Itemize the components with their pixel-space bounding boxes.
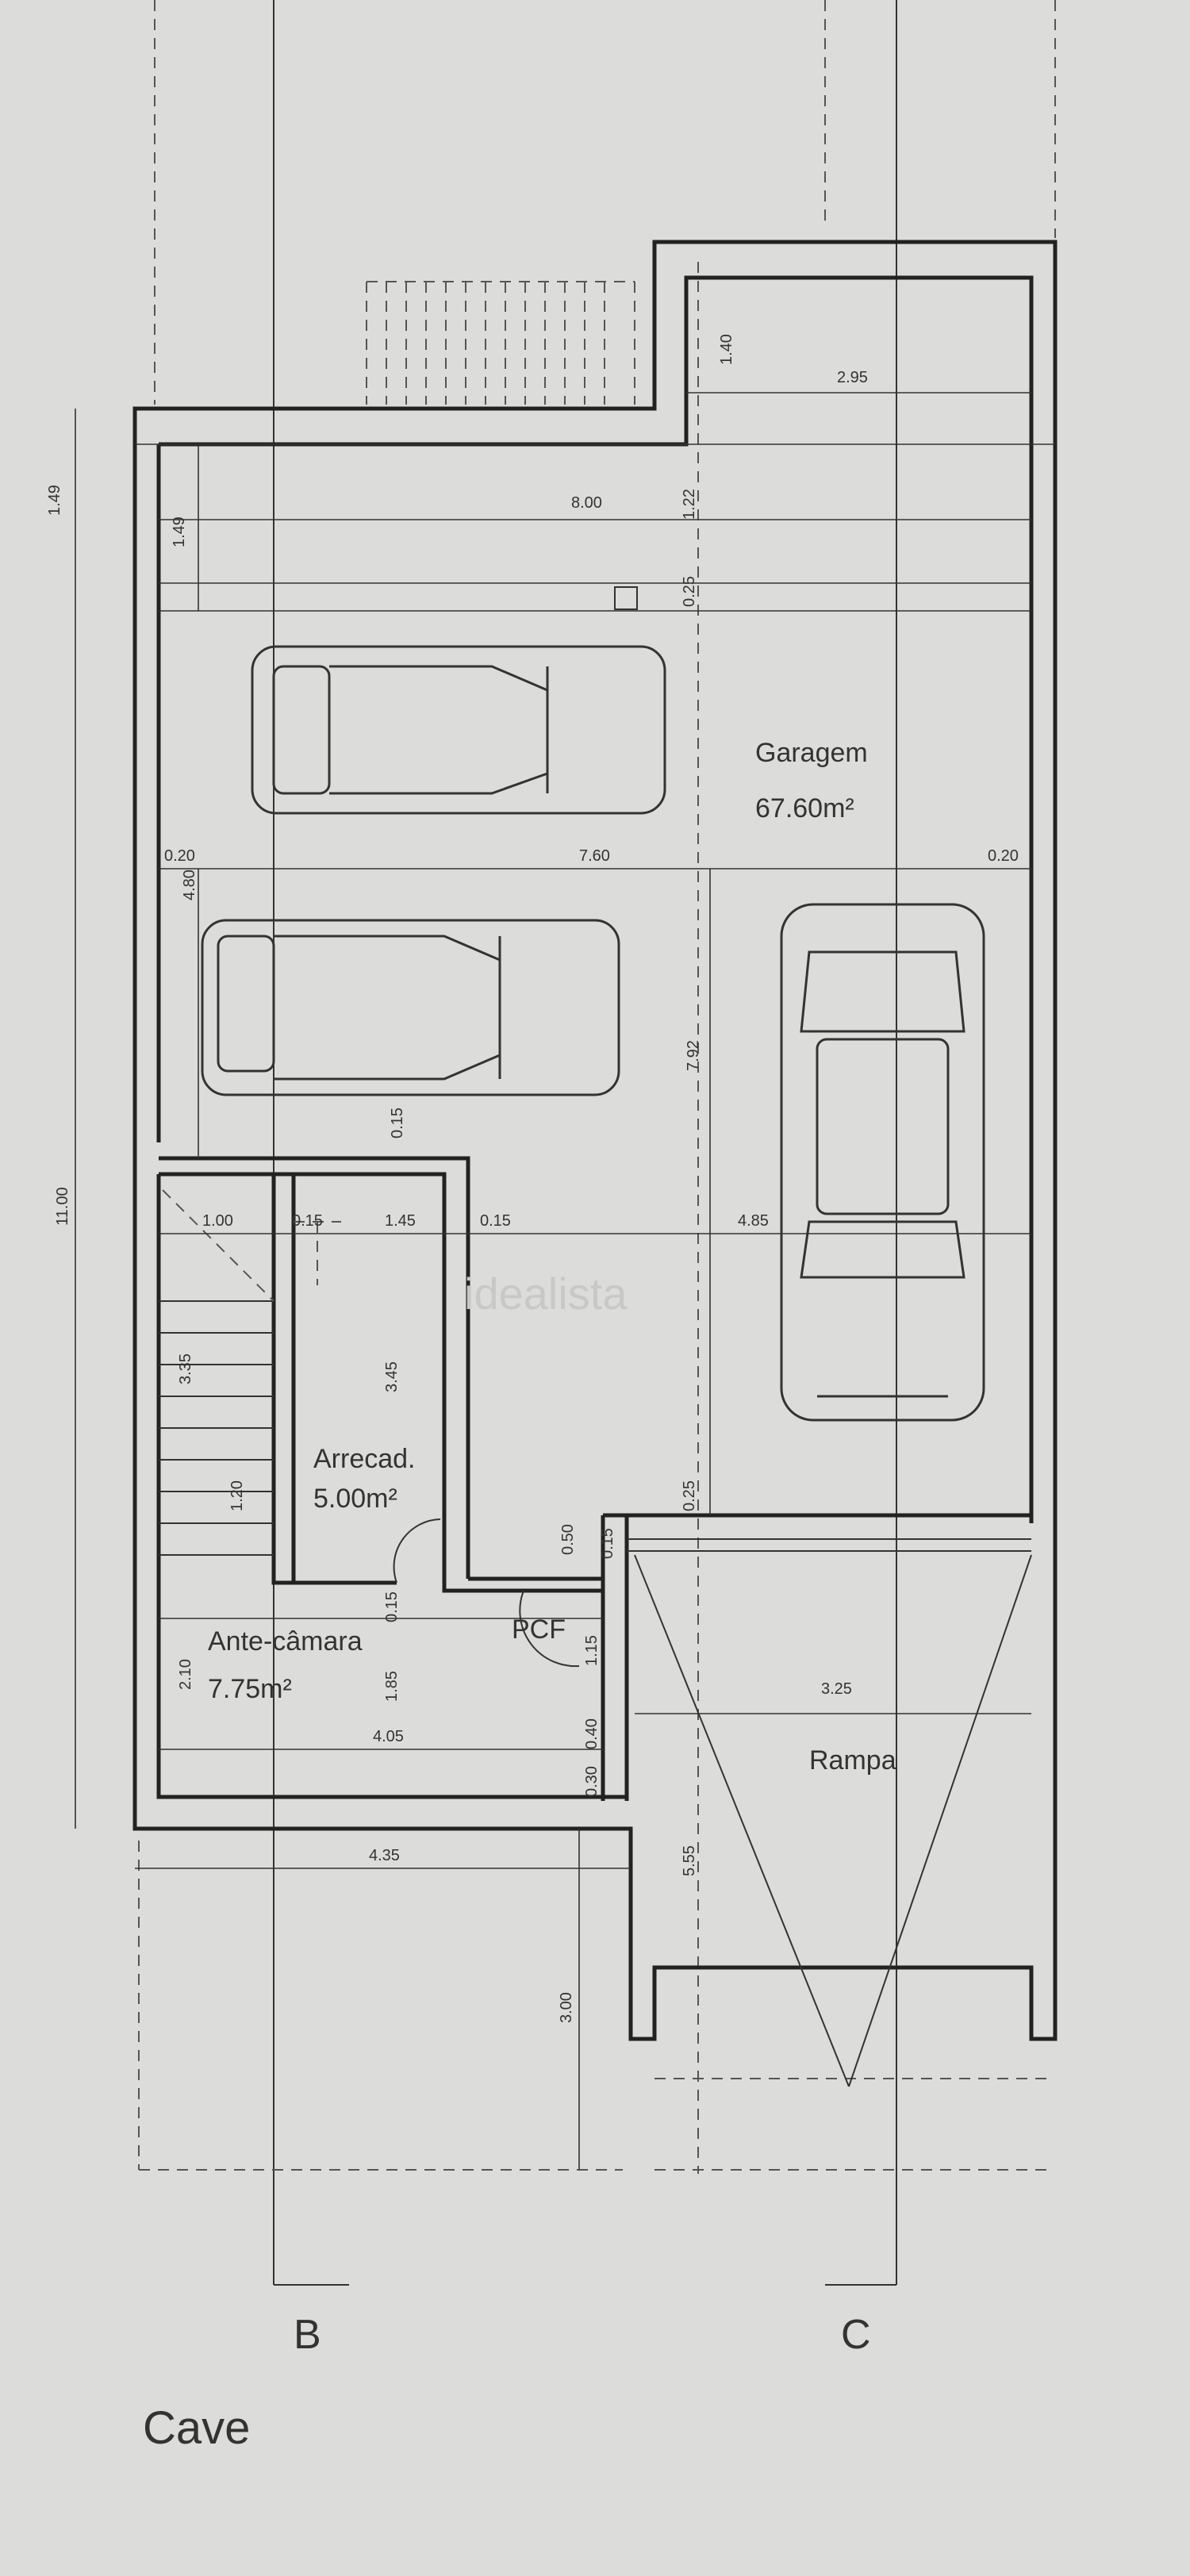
dim-1.00: 1.00 — [202, 1212, 233, 1230]
room-garagem-name: Garagem — [755, 738, 868, 768]
dim-3.00: 3.00 — [558, 1992, 575, 2023]
dim-0.15-mid: 0.15 — [389, 1108, 406, 1138]
car-icon — [201, 919, 620, 1096]
room-labels: Garagem 67.60m² Arrecad. 5.00m² Ante-câm… — [208, 738, 896, 1776]
dim-7.92: 7.92 — [685, 1040, 702, 1071]
door-arcs — [393, 1518, 580, 1668]
dim-1.49-inner: 1.49 — [171, 516, 188, 547]
dim-0.25-top: 0.25 — [681, 576, 698, 607]
dim-1.22: 1.22 — [681, 489, 698, 520]
dim-4.85: 4.85 — [738, 1212, 769, 1230]
dim-0.20-left: 0.20 — [164, 847, 195, 865]
room-arrecadacao-name: Arrecad. — [313, 1444, 416, 1474]
dim-5.55: 5.55 — [681, 1845, 698, 1876]
dim-0.15-d: 0.15 — [383, 1591, 401, 1622]
axis-label-c: C — [841, 2312, 871, 2358]
dim-8.00: 8.00 — [571, 494, 602, 512]
dim-1.85: 1.85 — [383, 1671, 401, 1702]
dim-7.60: 7.60 — [579, 847, 610, 865]
plan-title: Cave — [143, 2402, 250, 2454]
dim-3.45: 3.45 — [383, 1361, 401, 1392]
dim-3.35: 3.35 — [177, 1353, 194, 1384]
dim-4.35: 4.35 — [369, 1847, 400, 1864]
dim-4.80: 4.80 — [181, 870, 198, 900]
dim-11.00: 11.00 — [54, 1187, 71, 1226]
dim-0.20-right: 0.20 — [988, 847, 1019, 865]
column-marker — [614, 586, 638, 610]
dim-2.95: 2.95 — [837, 369, 868, 386]
dim-1.20: 1.20 — [228, 1480, 246, 1511]
dimension-labels: 1.49 1.49 1.40 2.95 8.00 1.22 0.25 0.20 … — [46, 334, 1019, 2023]
room-pcf: PCF — [512, 1614, 566, 1645]
watermark-text: idealista — [464, 1269, 628, 1319]
car-icon — [251, 645, 666, 815]
dim-0.25-ramp: 0.25 — [681, 1480, 698, 1511]
car-icon — [780, 903, 985, 1422]
dim-1.49-left: 1.49 — [46, 485, 63, 516]
terrace-pattern — [366, 281, 635, 405]
room-antecamara-area: 7.75m² — [208, 1674, 292, 1704]
room-arrecadacao-area: 5.00m² — [313, 1484, 397, 1514]
dim-1.15: 1.15 — [583, 1635, 601, 1666]
dim-2.10: 2.10 — [177, 1659, 194, 1690]
dim-0.15-c: 0.15 — [599, 1528, 616, 1559]
dim-1.40: 1.40 — [718, 334, 735, 365]
dimension-lines — [75, 392, 1055, 2170]
axis-label-b: B — [294, 2312, 321, 2358]
dim-1.45: 1.45 — [385, 1212, 416, 1230]
room-antecamara-name: Ante-câmara — [208, 1626, 363, 1657]
axis-lines — [138, 0, 1056, 2286]
dim-0.40: 0.40 — [583, 1718, 601, 1749]
dim-0.30: 0.30 — [583, 1766, 601, 1797]
dim-0.15-b: 0.15 — [480, 1212, 511, 1230]
dim-4.05: 4.05 — [373, 1728, 404, 1745]
inner-walls — [159, 1156, 1031, 1801]
dim-0.50: 0.50 — [559, 1524, 577, 1555]
dim-3.25: 3.25 — [821, 1680, 852, 1698]
room-rampa: Rampa — [809, 1745, 896, 1776]
room-garagem-area: 67.60m² — [755, 793, 854, 823]
stairs — [159, 1189, 341, 1556]
dim-0.15-a: 0.15 — [292, 1212, 323, 1230]
ramp-lines — [634, 1554, 1032, 2087]
